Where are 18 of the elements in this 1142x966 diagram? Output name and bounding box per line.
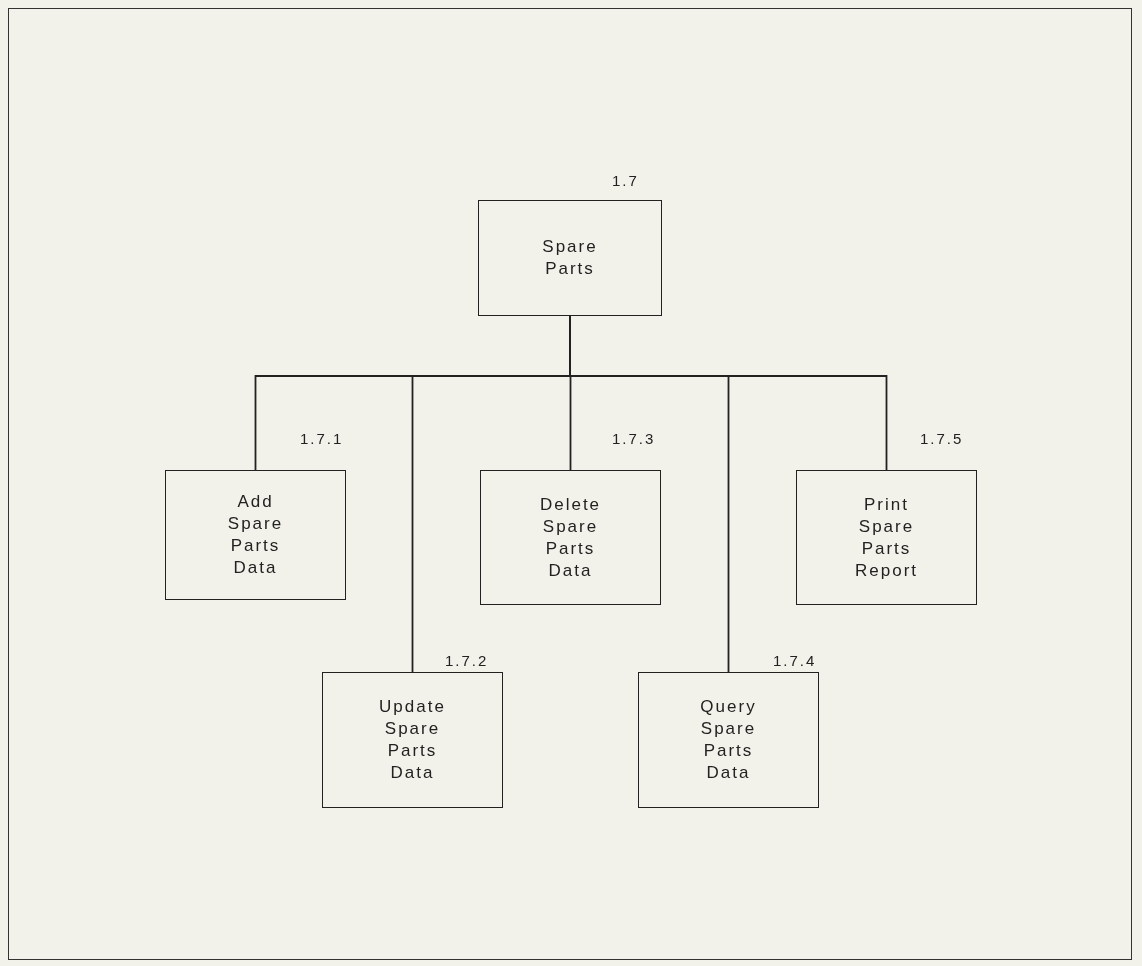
process-label: Update Spare Parts Data [378,696,447,784]
process-number: 1.7.1 [300,430,344,447]
process-number: 1.7.4 [773,652,817,669]
process-box [796,470,977,605]
process-box [478,200,662,316]
process-label: Spare Parts [541,236,599,280]
process-box [322,672,503,808]
process-number: 1.7.2 [445,652,489,669]
process-box [165,470,346,600]
process-label: Print Spare Parts Report [854,493,919,582]
process-label: Delete Spare Parts Data [538,493,603,582]
process-number: 1.7 [612,172,639,189]
process-box [480,470,661,605]
process-number: 1.7.5 [920,430,964,447]
process-box [638,672,819,808]
process-number: 1.7.3 [612,430,656,447]
process-label: Add Spare Parts Data [226,491,285,579]
process-label: Query Spare Parts Data [699,696,758,784]
